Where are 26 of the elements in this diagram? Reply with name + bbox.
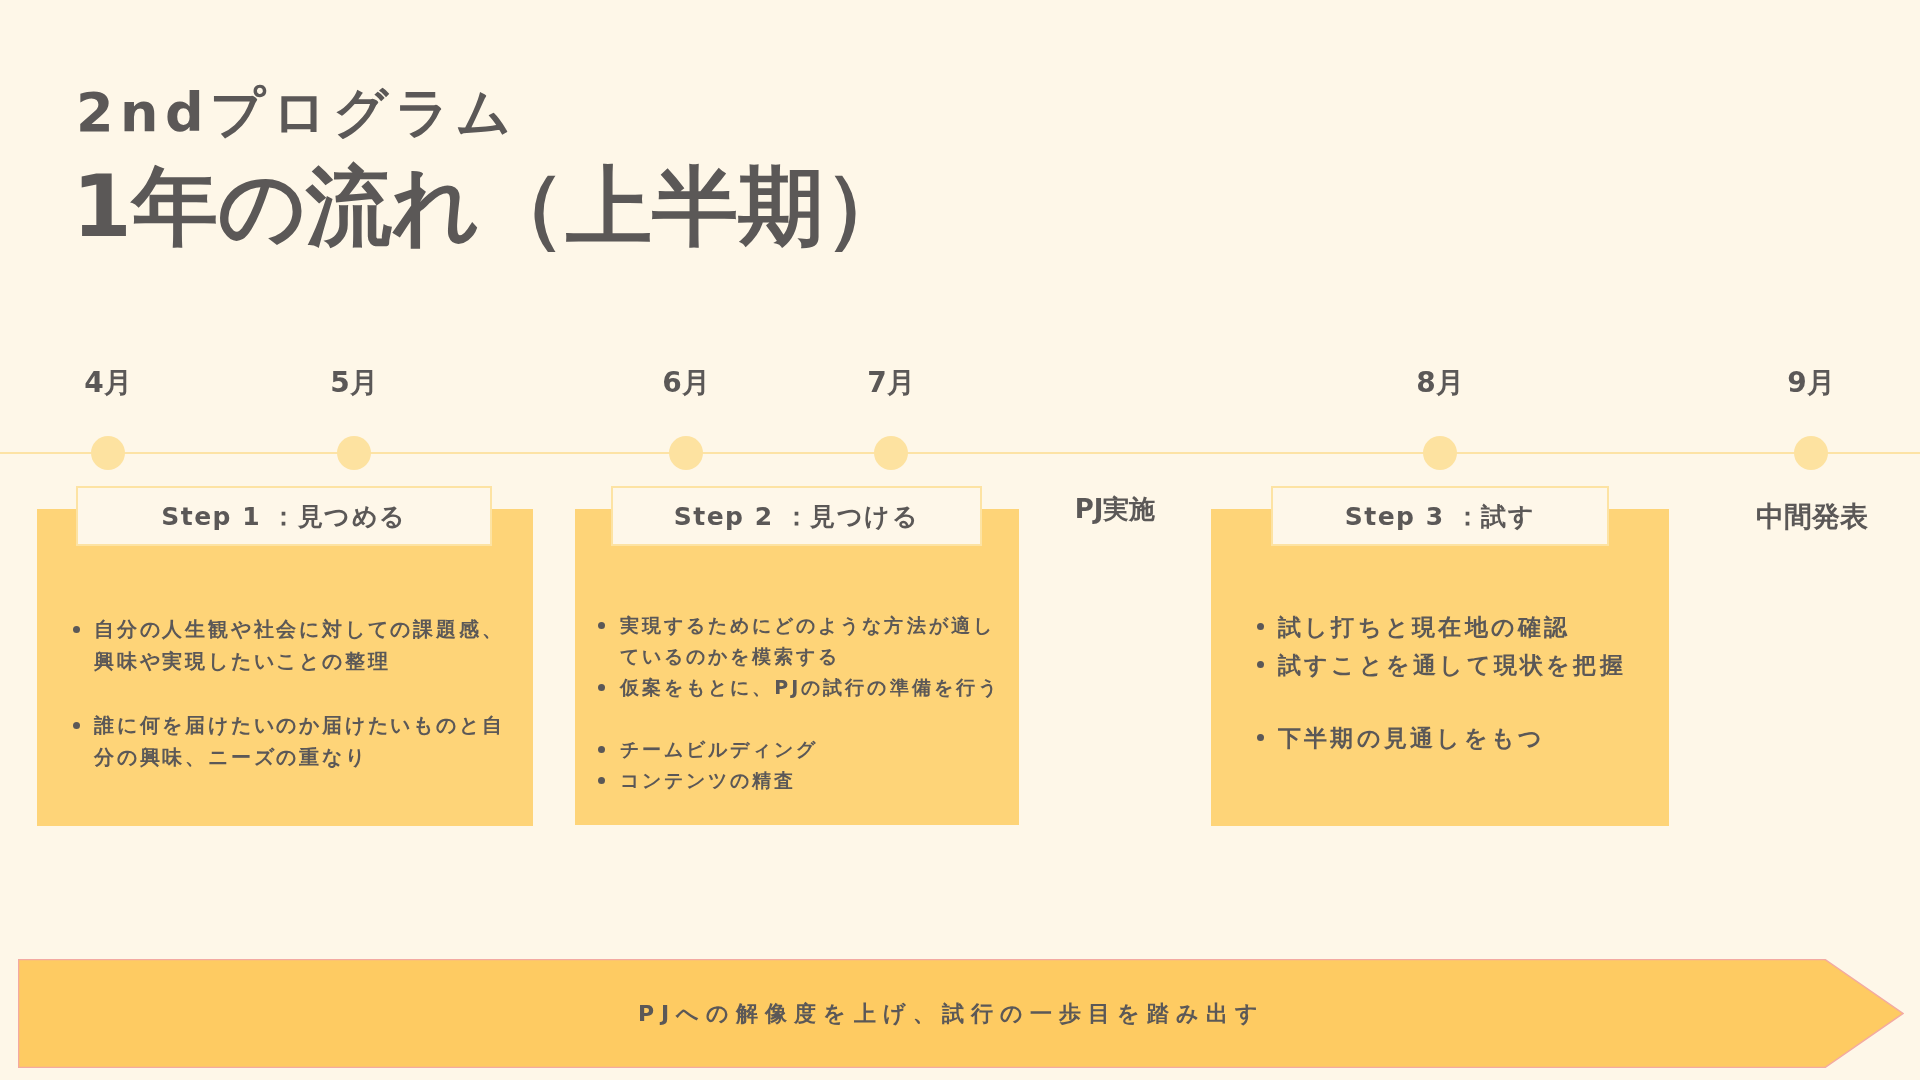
bullet-text: 実現するためにどのような方法が適しているのかを模索する <box>620 613 996 669</box>
step-title: Step 1 ：見つめる <box>161 503 407 529</box>
arrow-band <box>18 959 1904 1068</box>
subtitle: 2ndプログラム <box>76 86 518 140</box>
step-header-box <box>76 486 492 546</box>
month-label: 8月 <box>1416 369 1464 397</box>
bullet-text: 誰に何を届けたいのか届けたいものと自分の興味、ニーズの重なり <box>94 712 506 771</box>
bullet-text: チームビルディング <box>620 737 820 762</box>
bullet-text: 下半期の見通しをもつ <box>1278 724 1547 753</box>
month-label: 9月 <box>1787 369 1835 397</box>
bullet-text: 自分の人生観や社会に対しての課題感、興味や実現したいことの整理 <box>94 616 506 675</box>
event-label: 中間発表 <box>1756 503 1868 531</box>
month-label: 6月 <box>662 369 710 397</box>
month-label: 4月 <box>84 369 132 397</box>
month-label: 5月 <box>330 369 378 397</box>
bullet-text: 試し打ちと現在地の確認 <box>1278 613 1572 642</box>
bullet-text: 仮案をもとに、PJの試行の準備を行う <box>620 675 1001 700</box>
month-label: 7月 <box>867 369 915 397</box>
band-text: PJへの解像度を上げ、試行の一歩目を踏み出す <box>637 1002 1266 1025</box>
step-title: Step 3 ：試す <box>1344 503 1536 529</box>
bullet-text: コンテンツの精査 <box>620 768 798 793</box>
bullet-text: 試すことを通して現状を把握 <box>1278 651 1627 680</box>
step-header-box <box>611 486 982 546</box>
event-label: PJ実施 <box>1074 496 1156 522</box>
step-title: Step 2 ：見つける <box>673 503 920 529</box>
step-header-box <box>1271 486 1609 546</box>
